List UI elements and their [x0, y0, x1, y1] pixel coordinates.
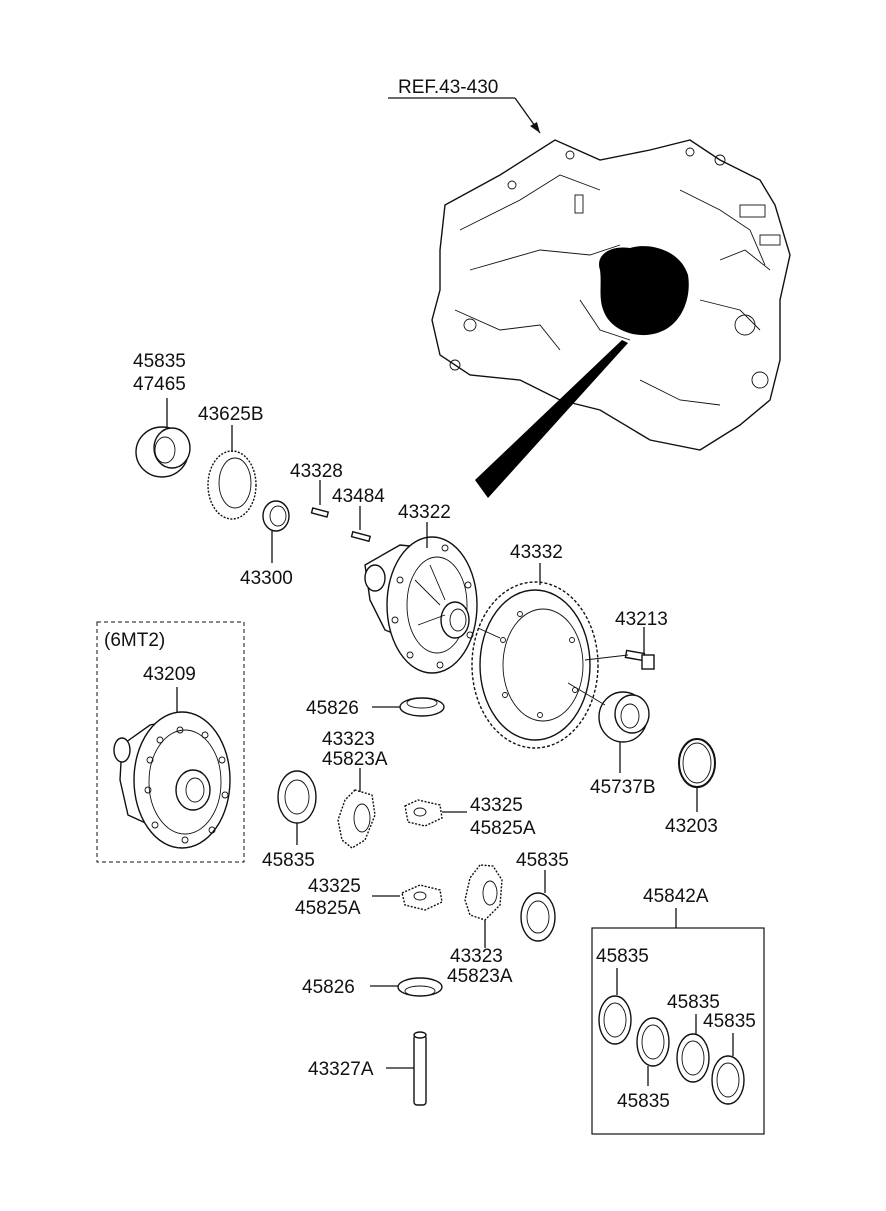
- thrust-washer-45826-lower: [397, 977, 443, 997]
- differential-case-43322: [364, 536, 478, 674]
- shim-43203: [678, 738, 716, 788]
- kit-washer-4: [711, 1055, 745, 1105]
- label-45823a-b: 45823A: [447, 966, 513, 987]
- kit-label-45835-4: 45835: [703, 1011, 756, 1032]
- kit-label-45835-2: 45835: [617, 1091, 670, 1112]
- bearing-45737b: [598, 691, 650, 743]
- label-43484: 43484: [332, 486, 385, 507]
- label-43325-a: 43325: [470, 795, 523, 816]
- washer-45835-right: [520, 892, 556, 942]
- label-43300: 43300: [240, 568, 293, 589]
- label-43325-b: 43325: [308, 876, 361, 897]
- side-gear-43323-upper: [337, 789, 376, 849]
- label-43203: 43203: [665, 816, 718, 837]
- label-43327a: 43327A: [308, 1059, 374, 1080]
- label-45835-right: 45835: [516, 850, 569, 871]
- variant-box-6mt2: [96, 621, 245, 863]
- kit-washer-2: [636, 1017, 670, 1067]
- pinion-gear-43325-upper: [404, 799, 443, 827]
- kit-box-45842a: [591, 927, 765, 1135]
- label-43209: 43209: [143, 664, 196, 685]
- pinion-shaft-43327a: [413, 1031, 427, 1106]
- label-45823a-a: 45823A: [322, 749, 388, 770]
- label-45737b: 45737B: [590, 777, 656, 798]
- washer-45835-mid: [277, 770, 317, 824]
- pin-43328: [310, 507, 330, 518]
- label-43322: 43322: [398, 502, 451, 523]
- label-45826-a: 45826: [306, 698, 359, 719]
- pinion-gear-43325-lower: [401, 884, 443, 911]
- label-45825a-b: 45825A: [295, 898, 361, 919]
- label-43625b: 43625B: [198, 404, 264, 425]
- bearing-45835-47465: [135, 426, 191, 478]
- label-43323-b: 43323: [450, 946, 503, 967]
- kit-label-45835-1: 45835: [596, 946, 649, 967]
- speedometer-gear-43625b: [207, 450, 257, 520]
- bolt-43213: [624, 649, 655, 670]
- side-gear-43323-lower: [464, 864, 503, 921]
- differential-assembly-43209: [113, 711, 231, 849]
- label-45826-b: 45826: [302, 977, 355, 998]
- variant-title: (6MT2): [104, 630, 165, 651]
- transaxle-housing-illustration: [431, 139, 791, 498]
- label-43213: 43213: [615, 609, 668, 630]
- label-45835-mid: 45835: [262, 850, 315, 871]
- oil-seal-43300: [262, 500, 290, 532]
- label-43323-a: 43323: [322, 729, 375, 750]
- label-45825a-a: 45825A: [470, 818, 536, 839]
- label-45842a: 45842A: [643, 886, 709, 907]
- thrust-washer-45826-upper: [399, 697, 445, 717]
- label-43328: 43328: [290, 461, 343, 482]
- label-43332: 43332: [510, 542, 563, 563]
- label-45835-top: 45835: [133, 351, 186, 372]
- kit-label-45835-3: 45835: [667, 992, 720, 1013]
- pin-43484: [350, 530, 372, 543]
- label-47465: 47465: [133, 374, 186, 395]
- kit-washer-3: [676, 1033, 710, 1083]
- ref-label: REF.43-430: [398, 77, 498, 98]
- kit-washer-1: [598, 995, 632, 1045]
- ring-gear-43332: [471, 581, 599, 749]
